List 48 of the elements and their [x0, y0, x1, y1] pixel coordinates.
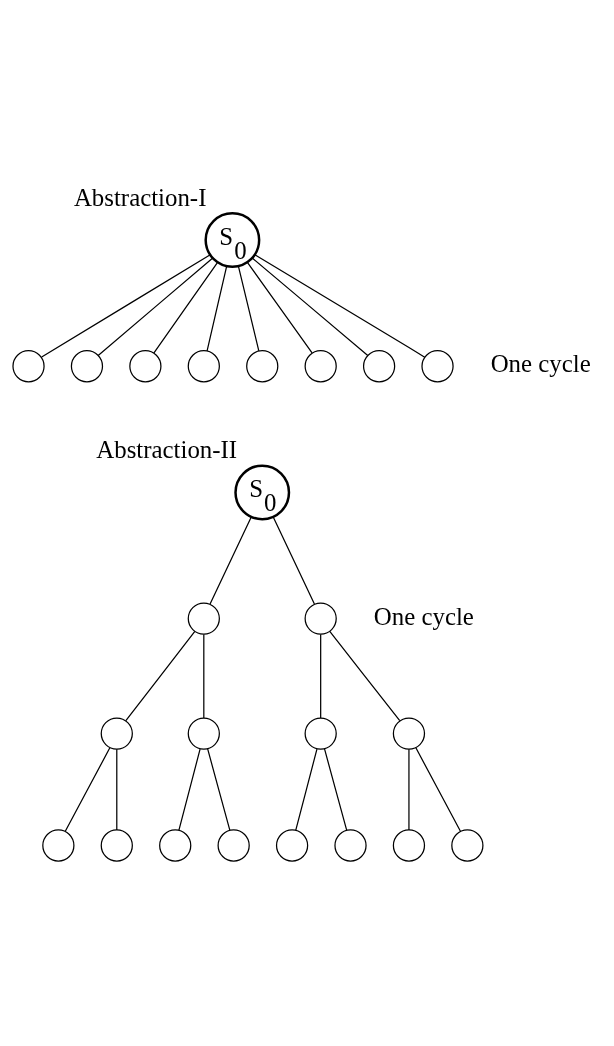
connector	[254, 253, 426, 358]
node-circle	[187, 716, 220, 750]
connector	[97, 257, 213, 356]
connector	[323, 747, 348, 831]
node-circle	[12, 349, 45, 382]
node-label: Abstraction-I	[73, 183, 207, 211]
label: One cycle	[490, 349, 591, 377]
connector	[206, 747, 231, 831]
node-circle	[187, 601, 220, 635]
connector	[272, 515, 316, 605]
connector	[252, 257, 369, 356]
node-circle	[217, 828, 250, 862]
node-circle	[304, 349, 337, 382]
connector	[206, 265, 228, 351]
node-circle	[421, 349, 454, 382]
node-circle	[246, 349, 279, 382]
connector	[237, 265, 260, 351]
node-circle	[100, 828, 133, 862]
connector	[246, 261, 313, 354]
node-circle	[392, 716, 426, 750]
connector	[295, 748, 318, 831]
node-circle	[392, 828, 426, 862]
node-circle	[129, 349, 162, 382]
connector	[415, 746, 462, 832]
node-circle	[362, 349, 396, 382]
connector	[329, 630, 401, 721]
connector	[178, 748, 201, 831]
connector	[320, 633, 322, 719]
node-circle	[304, 716, 337, 750]
connector	[116, 748, 118, 831]
connector	[41, 253, 211, 358]
connector	[408, 748, 410, 831]
node-circle	[451, 828, 484, 862]
node-circle	[159, 828, 192, 862]
node-circle	[275, 828, 309, 862]
label: One cycle	[373, 602, 474, 630]
node-circle	[334, 828, 367, 862]
node-circle	[100, 716, 133, 750]
node-circle	[70, 349, 104, 382]
connector	[153, 261, 218, 354]
node-circle	[187, 349, 220, 382]
node-label: Abstraction-II	[96, 435, 238, 463]
connector	[209, 515, 252, 605]
connector	[64, 746, 111, 832]
node-circle	[42, 828, 75, 862]
node-circle	[304, 601, 337, 635]
connector	[203, 633, 205, 719]
connector	[125, 630, 196, 721]
